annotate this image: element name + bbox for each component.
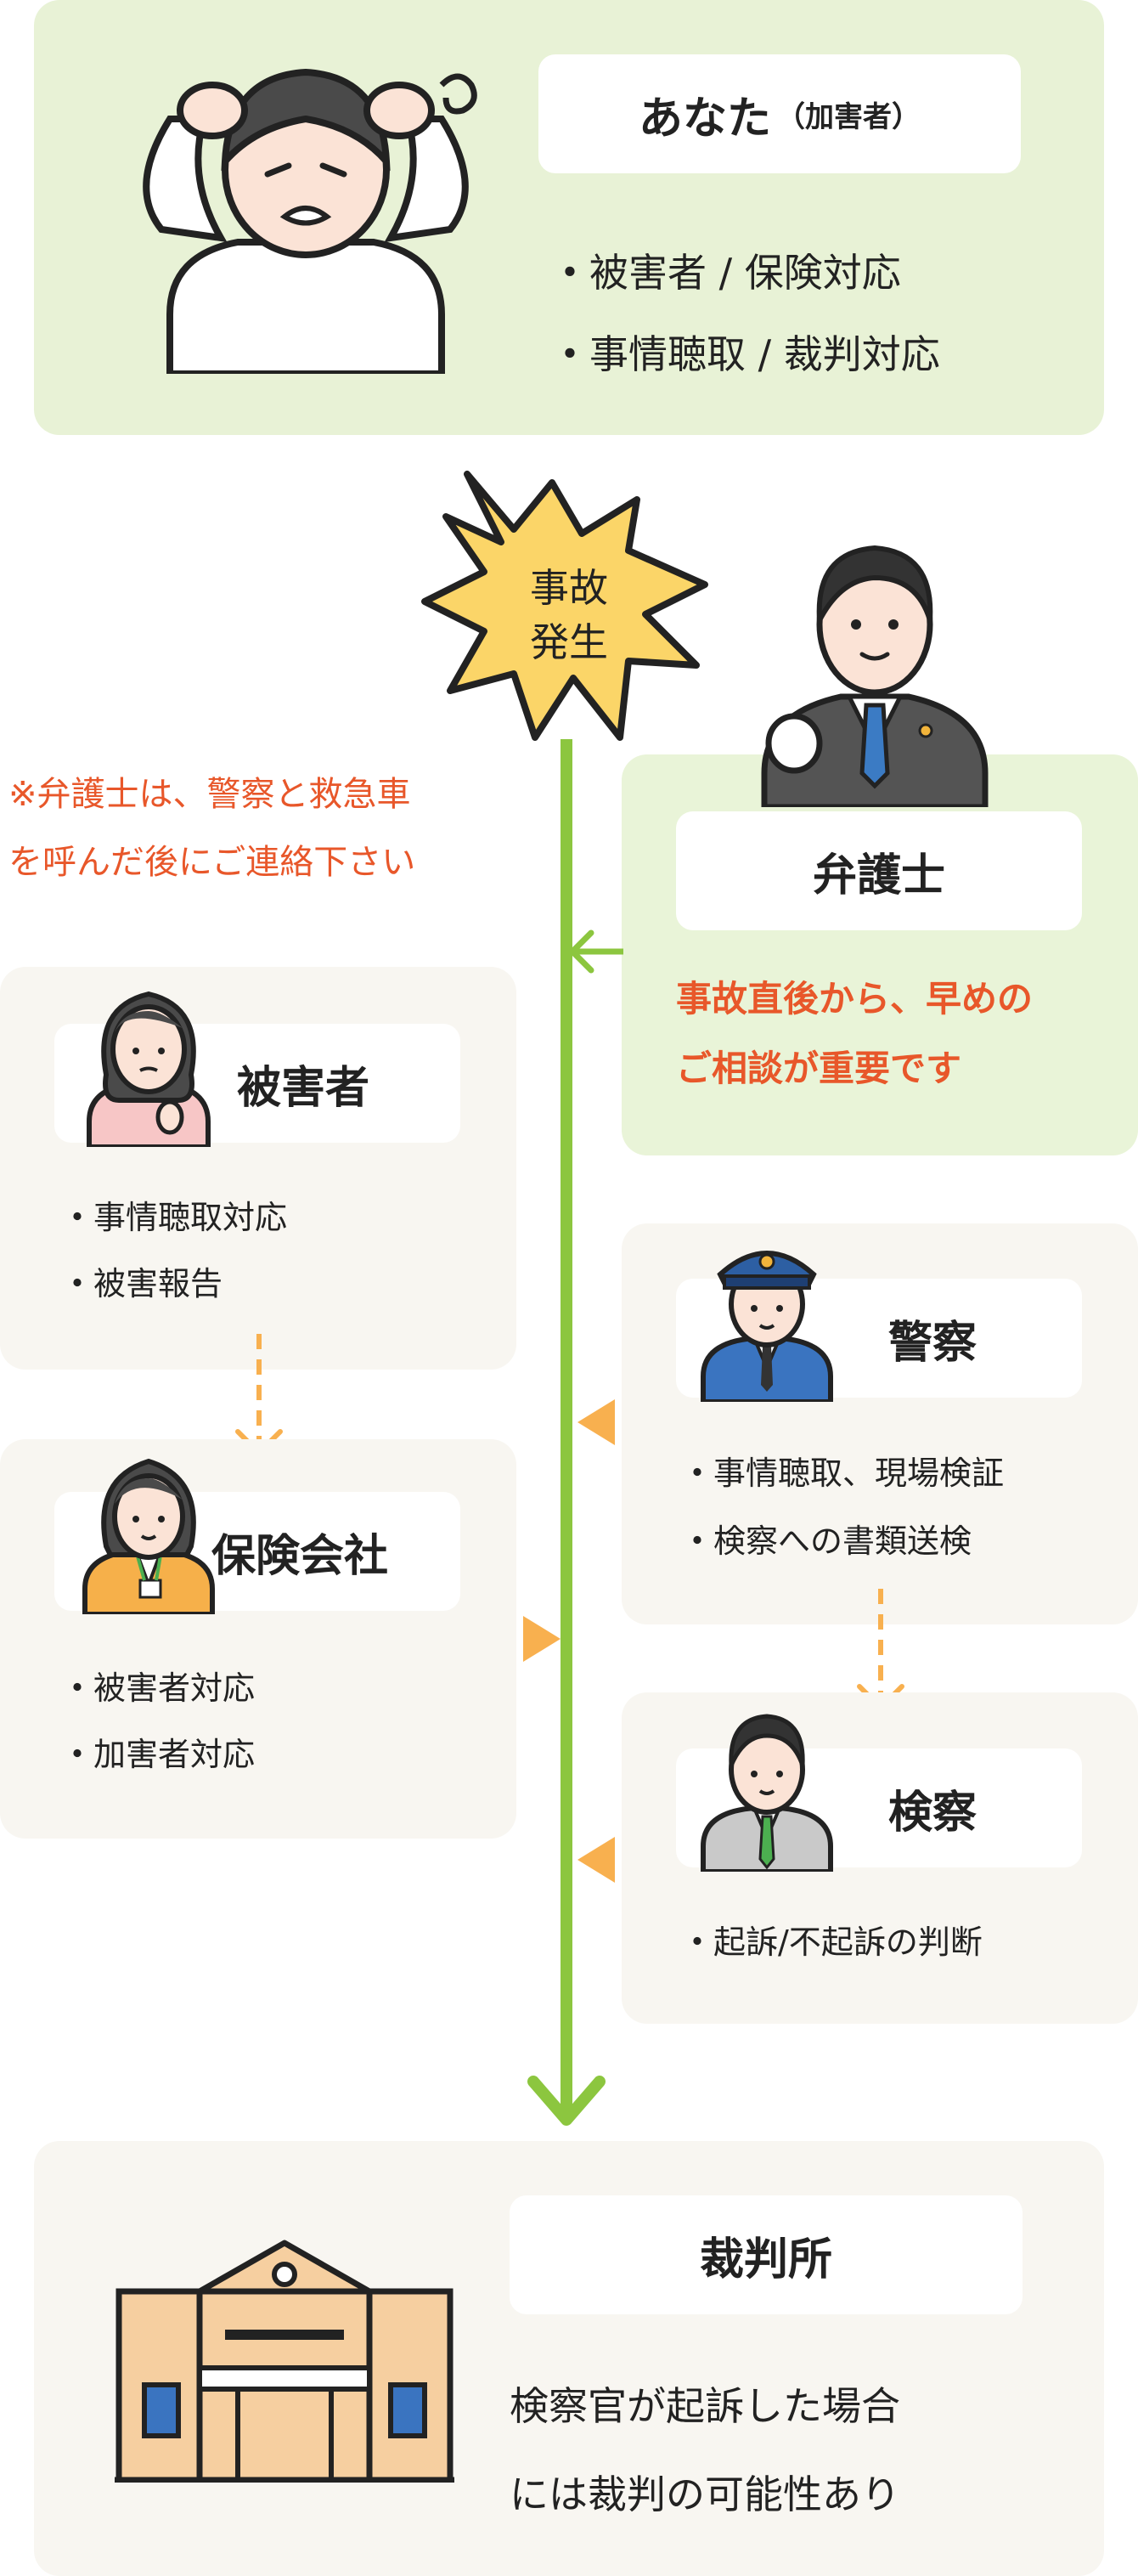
prosecution-title: 検察 <box>888 1787 977 1839</box>
lawyer-message: 事故直後から、早めの ご相談が重要です <box>676 978 1034 1089</box>
lawyer-arrow-icon <box>564 926 627 977</box>
prosecution-connector-icon <box>574 1833 618 1886</box>
list-item: ・事情聴取、現場検証 <box>681 1454 1005 1492</box>
timeline-line <box>561 739 572 2116</box>
police-officer-icon <box>695 1223 839 1402</box>
you-title-pill: あなた （加害者） <box>538 54 1021 173</box>
insurance-title: 保険会社 <box>211 1530 389 1582</box>
victim-title: 被害者 <box>237 1062 370 1114</box>
contact-note: ※弁護士は、警察と救急車 を呼んだ後にご連絡下さい <box>8 775 416 882</box>
list-item: ・検察への書類送検 <box>681 1522 972 1560</box>
insurance-items: ・被害者対応 ・加害者対応 <box>61 1652 255 1784</box>
victim-items: ・事情聴取対応 ・被害報告 <box>61 1181 287 1313</box>
police-connector-icon <box>574 1396 618 1449</box>
you-subtitle: （加害者） <box>776 99 921 134</box>
list-item: ・事情聴取 / 裁判対応 <box>550 331 940 377</box>
accident-label: 事故 発生 <box>530 565 608 665</box>
list-item: ・加害者対応 <box>61 1735 256 1773</box>
accident-burst-icon <box>416 466 722 746</box>
insurance-person-icon <box>76 1444 221 1614</box>
list-item: ・被害者対応 <box>61 1669 256 1707</box>
insurance-connector-icon <box>520 1613 564 1665</box>
list-item: ・起訴/不起訴の判断 <box>681 1923 983 1961</box>
you-items: ・被害者 / 保険対応 ・事情聴取 / 裁判対応 <box>550 229 940 393</box>
worried-person-icon <box>110 59 501 374</box>
court-description: 検察官が起訴した場合 には裁判の可能性あり <box>510 2383 900 2517</box>
lawyer-title: 弁護士 <box>812 850 945 901</box>
prosecution-items: ・起訴/不起訴の判断 <box>681 1905 983 1973</box>
court-title-pill: 裁判所 <box>510 2195 1023 2314</box>
list-item: ・被害者 / 保険対応 <box>550 250 901 296</box>
list-item: ・事情聴取対応 <box>61 1198 288 1236</box>
lawyer-icon <box>747 527 1002 807</box>
timeline-arrowhead-icon <box>527 2073 606 2133</box>
list-item: ・被害報告 <box>61 1264 223 1302</box>
lawyer-title-pill: 弁護士 <box>676 811 1082 930</box>
police-title: 警察 <box>888 1317 977 1369</box>
police-items: ・事情聴取、現場検証 ・検察への書類送検 <box>681 1436 1004 1572</box>
victim-person-icon <box>76 973 221 1147</box>
you-title: あなた <box>638 93 771 144</box>
prosecutor-icon <box>695 1698 839 1872</box>
courthouse-icon <box>115 2236 454 2483</box>
court-title: 裁判所 <box>699 2234 832 2285</box>
